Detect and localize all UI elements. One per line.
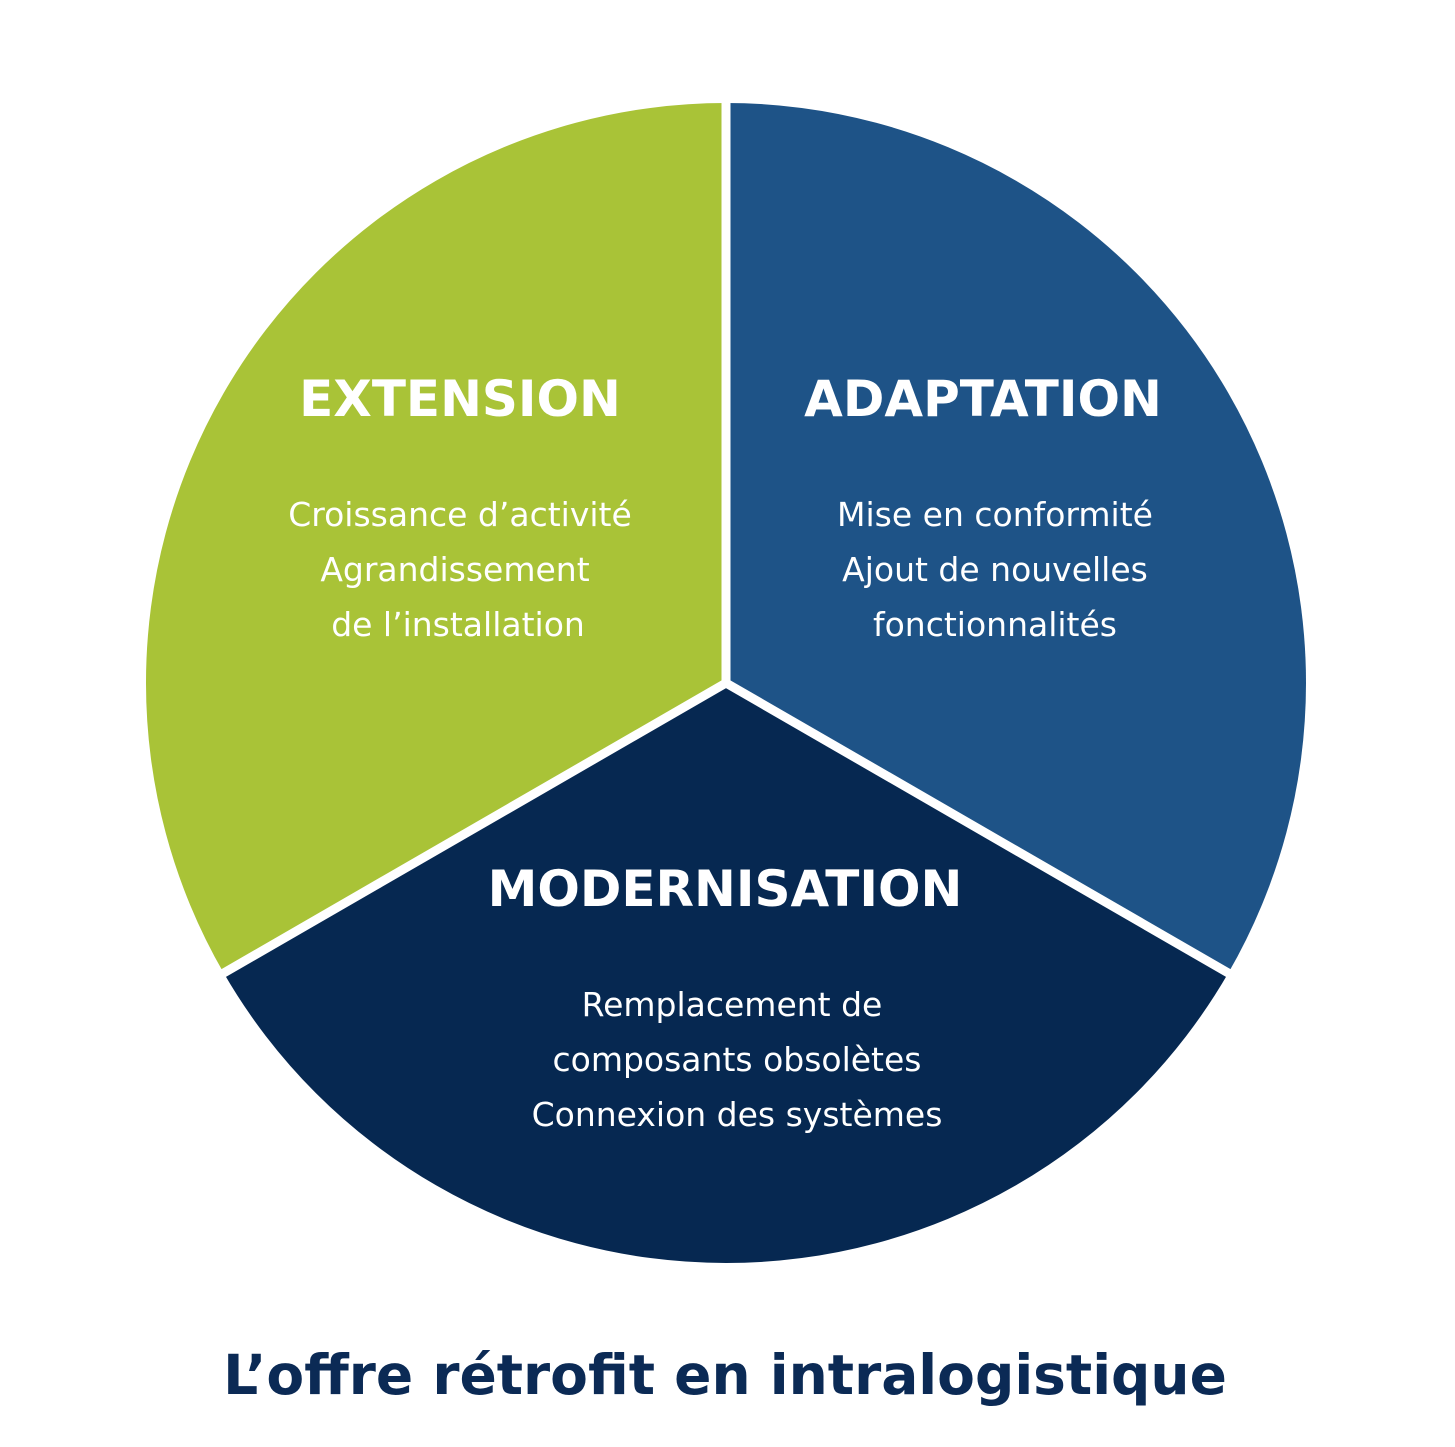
segment-adaptation xyxy=(726,103,1307,973)
separator-right xyxy=(723,679,1238,981)
segment-extension xyxy=(145,103,726,973)
segment-title-extension: EXTENSION xyxy=(299,370,621,428)
segment-line-modernisation-2: composants obsolètes xyxy=(553,1040,922,1079)
segment-line-modernisation-1: Remplacement de xyxy=(582,985,883,1024)
segment-title-adaptation: ADAPTATION xyxy=(804,370,1162,428)
segment-separators xyxy=(214,95,1238,981)
segment-line-extension-2: Agrandissement xyxy=(320,550,589,589)
segment-line-adaptation-2: Ajout de nouvelles xyxy=(842,550,1148,589)
diagram-title: L’offre rétrofit en intralogistique xyxy=(223,1343,1227,1407)
segment-line-adaptation-3: fonctionnalités xyxy=(873,605,1117,644)
separator-left xyxy=(214,679,729,981)
segment-title-modernisation: MODERNISATION xyxy=(488,860,963,918)
segment-line-modernisation-3: Connexion des systèmes xyxy=(532,1095,943,1134)
segment-line-adaptation-1: Mise en conformité xyxy=(837,495,1153,534)
segment-line-extension-1: Croissance d’activité xyxy=(288,495,632,534)
segment-line-extension-3: de l’installation xyxy=(331,605,585,644)
